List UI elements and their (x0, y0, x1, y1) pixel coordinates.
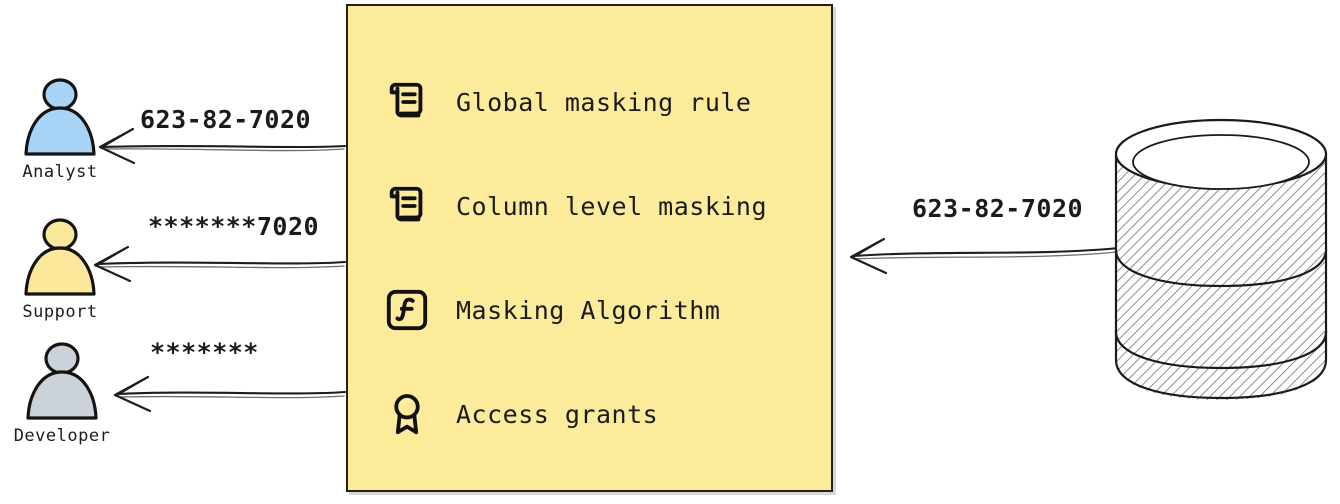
actor-label: Analyst (22, 162, 98, 182)
person-icon (24, 218, 96, 296)
function-icon (386, 289, 428, 331)
scroll-icon (389, 186, 423, 222)
flow-value-analyst: 623-82-7020 (140, 105, 312, 134)
actor-label: Support (22, 302, 98, 322)
policy-item-label: Column level masking (456, 191, 768, 221)
policy-item-column-level-masking[interactable]: Column level masking (384, 154, 831, 258)
arrow-to-support (93, 245, 347, 283)
policy-list: Global masking rule Column level masking… (348, 6, 831, 490)
policy-panel: Global masking rule Column level masking… (346, 4, 833, 492)
actor-support[interactable]: Support (0, 214, 120, 322)
arrow-source-to-panel (849, 237, 1120, 275)
flow-value-source: 623-82-7020 (912, 194, 1084, 223)
scroll-icon (389, 82, 423, 118)
policy-item-label: Global masking rule (456, 87, 752, 117)
actor-analyst[interactable]: Analyst (0, 74, 120, 182)
person-icon (26, 342, 98, 420)
arrow-to-analyst (98, 127, 347, 165)
actor-developer[interactable]: Developer (2, 338, 122, 446)
policy-item-label: Masking Algorithm (456, 295, 721, 325)
policy-item-global-masking-rule[interactable]: Global masking rule (384, 50, 831, 154)
arrow-to-developer (113, 375, 347, 413)
policy-item-masking-algorithm[interactable]: Masking Algorithm (384, 258, 831, 362)
flow-value-developer: ******* (150, 338, 259, 367)
policy-item-access-grants[interactable]: Access grants (384, 362, 831, 466)
badge-icon (394, 394, 420, 435)
person-icon (24, 78, 96, 156)
database-icon (1114, 118, 1328, 400)
policy-item-label: Access grants (456, 399, 659, 429)
actor-label: Developer (13, 426, 111, 446)
flow-value-support: *******7020 (148, 212, 320, 241)
